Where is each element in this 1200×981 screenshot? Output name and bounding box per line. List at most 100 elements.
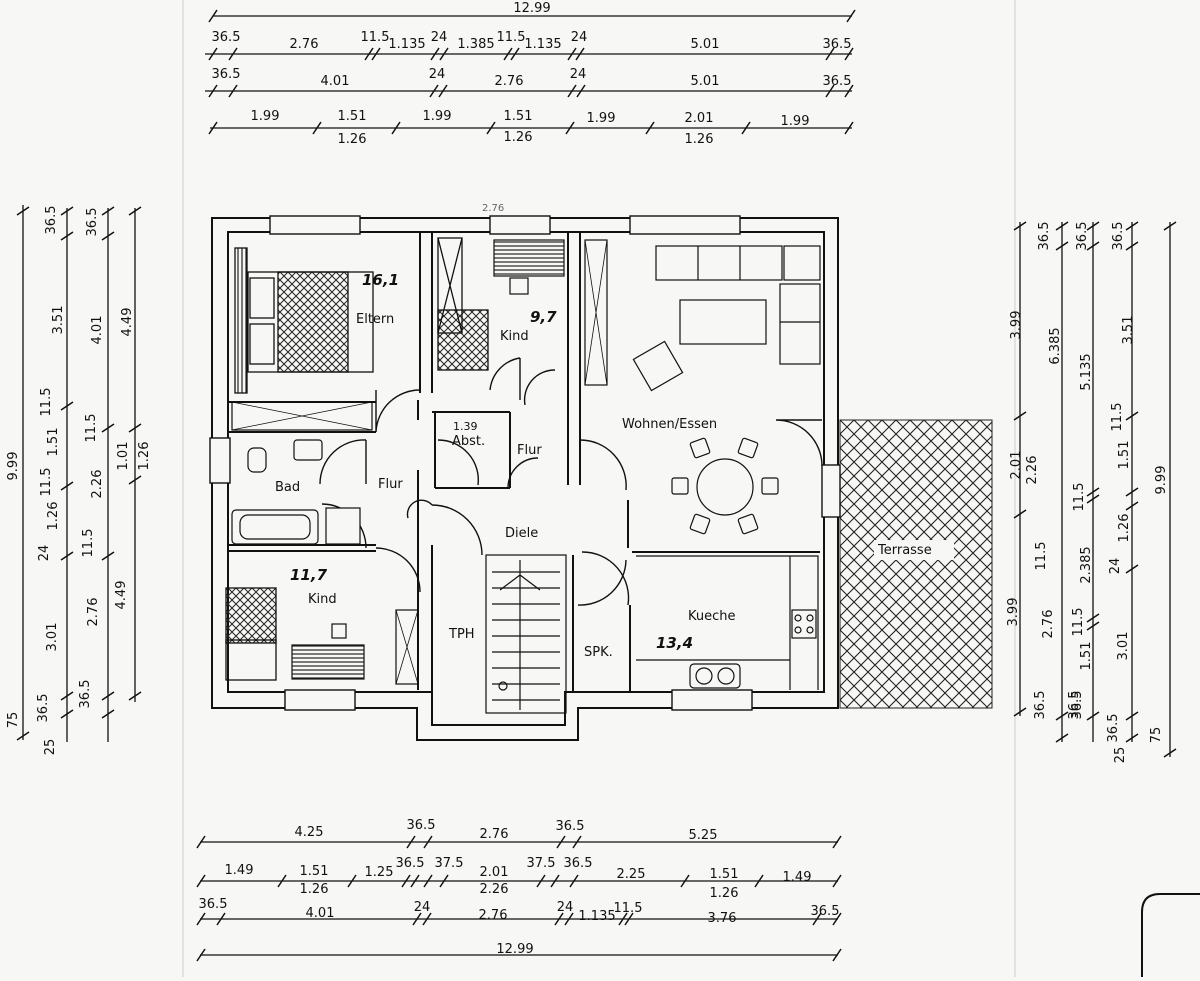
dim-label: 11.5 <box>84 414 99 443</box>
desk <box>291 644 365 680</box>
dim-label: 4.49 <box>120 308 135 337</box>
dim-label: 1.135 <box>578 909 615 924</box>
dim-label: 1.135 <box>524 37 561 52</box>
dim-label: 1.99 <box>781 114 810 129</box>
dim-label: 3.99 <box>1009 311 1024 340</box>
armchair <box>632 340 684 392</box>
dim-label: 36.5 <box>1075 222 1090 251</box>
dim-label: 1.26 <box>685 132 714 147</box>
dim-label: 2.26 <box>480 882 509 897</box>
dim-label: 24 <box>37 545 52 562</box>
dim-label: 1.51 <box>300 864 329 879</box>
dim-label: 36.5 <box>823 37 852 52</box>
dim-label: 24 <box>414 900 431 915</box>
left-dimension-labels: 9.99 75 25 36.5 3.51 11.5 1.51 11.5 1.26… <box>6 206 152 756</box>
dim-label: 2.01 <box>1009 451 1024 480</box>
sofa <box>655 245 821 365</box>
dim-label: 24 <box>1108 558 1123 575</box>
dim-label: 1.51 <box>710 867 739 882</box>
room-labels: Eltern 16,1 Kind 9,7 Abst. 1.39 Flur Flu… <box>275 203 932 660</box>
bottom-dimension-labels: 4.25 36.5 2.76 36.5 5.25 1.49 1.51 1.25 … <box>199 818 840 957</box>
staircase <box>485 554 567 714</box>
dim-label: 1.26 <box>1117 514 1132 543</box>
dim-label: 11.5 <box>81 529 96 558</box>
dim-label: 11.5 <box>39 468 54 497</box>
dim-label: 11.5 <box>1072 483 1087 512</box>
dim-label: 1.49 <box>783 870 812 885</box>
child-bed <box>225 587 277 681</box>
room-label-diele: Diele <box>505 526 538 541</box>
wardrobe-cross <box>395 609 419 685</box>
dim-label: 1.51 <box>504 109 533 124</box>
dim-label: 36.5 <box>78 680 93 709</box>
room-area-eltern: 16,1 <box>362 271 399 289</box>
room-area-kueche: 13,4 <box>656 634 693 652</box>
dim-label: 3.51 <box>51 306 66 335</box>
dim-label: 36.5 <box>407 818 436 833</box>
sheet-corner-frame <box>1141 893 1200 977</box>
dim-label: 1.135 <box>388 37 425 52</box>
dim-label: 1.385 <box>457 37 494 52</box>
dim-label: 75 <box>6 712 21 729</box>
door-swings <box>319 357 823 606</box>
dim-label: 1.26 <box>504 130 533 145</box>
dim-label: 11.5 <box>39 388 54 417</box>
dim-label: 36.5 <box>1070 691 1085 720</box>
dim-label: 36.5 <box>199 897 228 912</box>
dim-label: 24 <box>570 67 587 82</box>
dim-label: 36.5 <box>44 206 59 235</box>
dim-label: 4.01 <box>306 906 335 921</box>
wardrobe-cross <box>231 401 373 431</box>
dim-label: 11.5 <box>497 30 526 45</box>
dim-label: 4.01 <box>321 74 350 89</box>
dim-label: 3.01 <box>45 623 60 652</box>
desk-chair <box>331 623 347 639</box>
dim-label: 2.76 <box>480 827 509 842</box>
dim-label: 36.5 <box>1037 222 1052 251</box>
desk <box>493 239 565 277</box>
dim-label: 2.26 <box>90 470 105 499</box>
room-area-kind-bottom: 11,7 <box>290 566 328 584</box>
dim-label: 2.76 <box>479 908 508 923</box>
dim-label: 2.01 <box>480 865 509 880</box>
dining-set <box>671 437 779 535</box>
dim-label: 75 <box>1149 727 1164 744</box>
dim-label: 4.49 <box>114 581 129 610</box>
room-label-kind-top: Kind <box>500 329 529 344</box>
dim-label: 1.99 <box>587 111 616 126</box>
terrace-label-bg <box>874 540 954 560</box>
dim-label: 1.25 <box>365 865 394 880</box>
coffee-table <box>679 299 767 345</box>
room-label-spk: SPK. <box>584 645 613 660</box>
dim-label: 9.99 <box>6 452 21 481</box>
right-dimension-chains <box>1013 221 1177 758</box>
desk-chair <box>509 277 529 295</box>
dim-label: 5.01 <box>691 37 720 52</box>
dim-label: 1.01 <box>116 442 131 471</box>
dim-label: 11.5 <box>1110 403 1125 432</box>
room-label-flur-right: Flur <box>517 443 542 458</box>
dim-label: 1.26 <box>338 132 367 147</box>
dim-label: 1.26 <box>46 502 61 531</box>
dim-label: 2.01 <box>685 111 714 126</box>
dim-label: 24 <box>431 30 448 45</box>
room-label-bad: Bad <box>275 480 300 495</box>
dim-label: 4.01 <box>90 316 105 345</box>
dim-label: 12.99 <box>496 942 533 957</box>
dim-label: 1.26 <box>137 442 152 471</box>
room-label-kind-bottom: Kind <box>308 592 337 607</box>
dim-label: 36.5 <box>1111 222 1126 251</box>
bottom-dimension-chains <box>196 835 842 962</box>
dim-label: 3.51 <box>1121 316 1136 345</box>
dim-label: 25 <box>1113 747 1128 764</box>
kitchen-counter <box>636 555 819 690</box>
dim-label: 1.51 <box>1079 642 1094 671</box>
dim-label: 3.99 <box>1006 598 1021 627</box>
dim-label: 3.01 <box>1116 632 1131 661</box>
room-label-flur-left: Flur <box>378 477 403 492</box>
windows <box>209 215 841 711</box>
dim-label: 2.385 <box>1079 546 1094 583</box>
dim-label: 36.5 <box>85 208 100 237</box>
